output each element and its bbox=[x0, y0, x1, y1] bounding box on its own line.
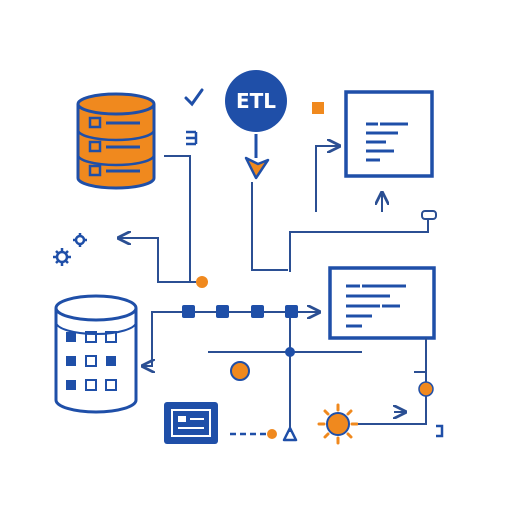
connector-db-down bbox=[164, 155, 191, 282]
flow-node-4 bbox=[285, 305, 298, 318]
connector-to-top-document bbox=[315, 146, 338, 212]
etl-badge: ETL bbox=[225, 70, 287, 132]
checkmark-icon bbox=[184, 88, 204, 107]
orange-node-dot-left bbox=[196, 276, 208, 288]
connector-to-gears bbox=[120, 238, 196, 283]
connector-badge-to-flow bbox=[251, 182, 288, 271]
orange-node-dot-center bbox=[230, 361, 250, 381]
document-icon-middle bbox=[328, 266, 436, 340]
connector-right-loop bbox=[358, 371, 427, 425]
down-arrow-icon bbox=[244, 156, 270, 180]
flow-node-3 bbox=[251, 305, 264, 318]
connector-flow-to-db bbox=[144, 311, 168, 366]
id-card-icon bbox=[164, 402, 218, 444]
connector-plug-icon bbox=[421, 210, 437, 220]
bracket-mark-icon bbox=[186, 130, 198, 146]
blue-database-icon bbox=[54, 294, 138, 414]
orange-square-icon bbox=[312, 102, 324, 114]
triangle-marker-icon bbox=[282, 426, 298, 442]
orange-database-icon bbox=[76, 92, 156, 190]
connector-right-hook bbox=[289, 218, 429, 272]
bus-junction-dot bbox=[285, 347, 295, 357]
orange-node-dot-right bbox=[418, 381, 434, 397]
orange-node-dot-card bbox=[267, 429, 277, 439]
flow-node-1 bbox=[182, 305, 195, 318]
etl-badge-label: ETL bbox=[236, 89, 276, 113]
document-icon-top bbox=[344, 90, 434, 178]
bracket-mark-right-icon bbox=[436, 424, 444, 438]
flow-node-2 bbox=[216, 305, 229, 318]
orange-gear-icon bbox=[317, 403, 359, 445]
gear-icon bbox=[53, 233, 87, 266]
